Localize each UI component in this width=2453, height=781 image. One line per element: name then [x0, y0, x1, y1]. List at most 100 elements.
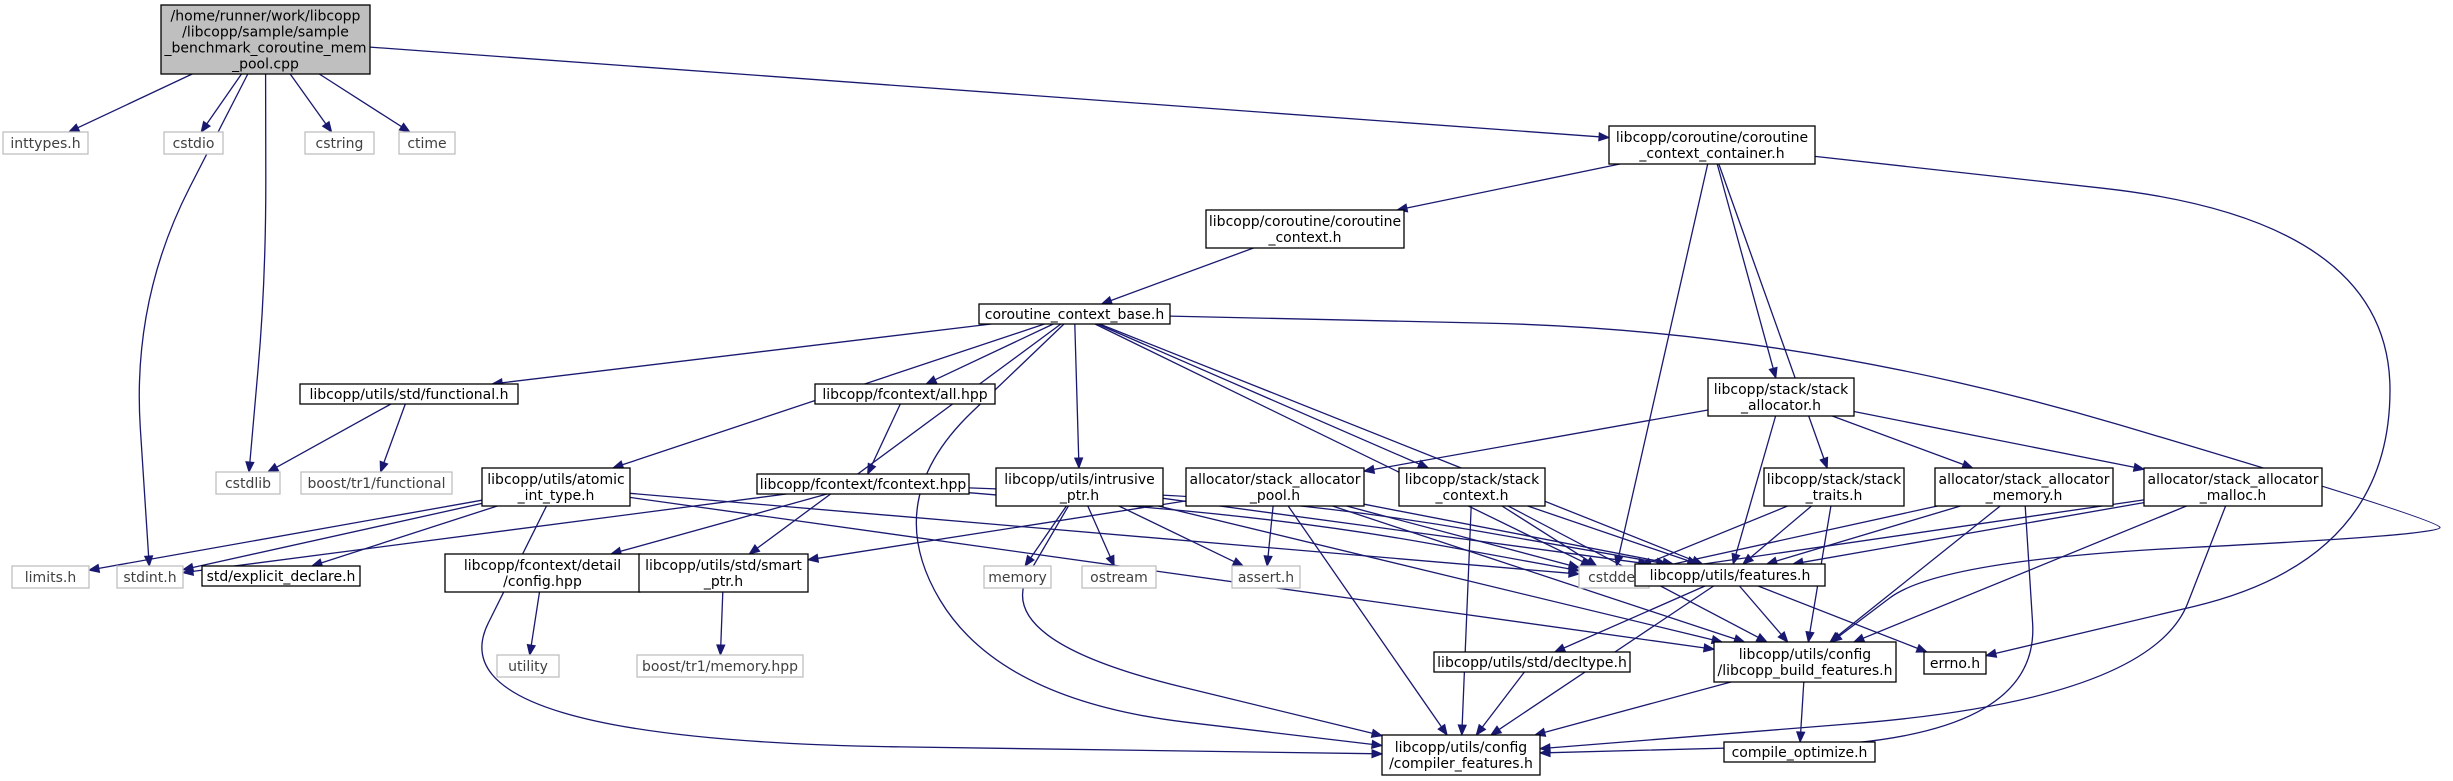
- node-functional[interactable]: libcopp/utils/std/functional.h: [299, 383, 519, 405]
- edge-line: [1618, 163, 1709, 557]
- edge-line: [1776, 505, 1961, 562]
- node-label-line: /libcopp/sample/sample: [182, 25, 349, 41]
- edge-stack_alloc-to-sa_memory: [1832, 415, 1974, 469]
- arrowhead-icon: [1073, 457, 1084, 470]
- edge-line: [138, 73, 249, 557]
- node-label-line: ctime: [407, 136, 446, 152]
- node-label-line: _pool.h: [1249, 488, 1300, 504]
- arrowhead-icon: [321, 120, 333, 134]
- node-errno[interactable]: errno.h: [1923, 651, 1987, 675]
- arrowhead-icon: [806, 553, 820, 563]
- node-intrusive[interactable]: libcopp/utils/intrusive_ptr.h: [995, 467, 1164, 507]
- node-fc-config[interactable]: libcopp/fcontext/detail/config.hpp: [444, 553, 641, 593]
- edge-sa_pool-to-assert: [1263, 505, 1274, 568]
- edge-line: [321, 505, 498, 564]
- edge-intrusive-to-ostream: [1087, 505, 1115, 568]
- node-label-line: ostream: [1090, 570, 1148, 586]
- node-features[interactable]: libcopp/utils/features.h: [1634, 563, 1826, 587]
- edge-line: [1373, 409, 1709, 471]
- node-sa-memory[interactable]: allocator/stack_allocator_memory.h: [1934, 467, 2114, 507]
- node-atomic[interactable]: libcopp/utils/atomic_int_type.h: [481, 467, 631, 507]
- edge-line: [1862, 505, 2187, 639]
- edge-line: [289, 73, 327, 125]
- edge-ccbase-to-fc_all: [924, 323, 1054, 385]
- node-box: [1934, 467, 2114, 507]
- edge-line: [192, 502, 483, 569]
- node-label-line: libcopp/utils/std/decltype.h: [1437, 655, 1627, 671]
- node-box: [1608, 125, 1816, 165]
- node-compile-optimize[interactable]: compile_optimize.h: [1723, 741, 1876, 763]
- node-box: [1923, 651, 1987, 675]
- node-label-line: libcopp/utils/features.h: [1650, 568, 1811, 584]
- edge-stack_ctx-to-features: [1527, 505, 1700, 566]
- edge-root-to-cstdio: [200, 73, 243, 134]
- edge-line: [1406, 163, 1621, 209]
- node-sa-pool[interactable]: allocator/stack_allocator_pool.h: [1185, 467, 1365, 507]
- edge-line: [1118, 505, 1235, 563]
- node-label-line: errno.h: [1930, 656, 1980, 672]
- node-box: [163, 131, 224, 155]
- node-decltype[interactable]: libcopp/utils/std/decltype.h: [1433, 651, 1631, 673]
- arrowhead-icon: [87, 563, 101, 573]
- node-stack-ctx[interactable]: libcopp/stack/stack_context.h: [1398, 467, 1546, 507]
- node-box: [300, 471, 453, 495]
- node-label-line: libcopp/utils/std/smart: [645, 558, 802, 574]
- edge-sa_pool-to-cstddef: [1346, 505, 1581, 570]
- node-label-line: allocator/stack_allocator: [1190, 472, 1361, 488]
- node-label-line: _traits.h: [1805, 488, 1863, 504]
- arrowhead-icon: [748, 543, 761, 555]
- node-explicit[interactable]: std/explicit_declare.h: [201, 565, 361, 587]
- node-smartptr[interactable]: libcopp/utils/std/smart_ptr.h: [638, 553, 809, 593]
- arrowhead-icon: [1567, 560, 1581, 570]
- node-label-line: libcopp/utils/config: [1395, 740, 1527, 756]
- arrowhead-icon: [716, 644, 726, 657]
- node-label-line: libcopp/fcontext/fcontext.hpp: [760, 477, 967, 493]
- node-box: [1433, 651, 1631, 673]
- node-box: [1381, 734, 1541, 776]
- node-build-features[interactable]: libcopp/utils/config/libcopp_build_featu…: [1713, 641, 1897, 683]
- node-ccbase[interactable]: coroutine_context_base.h: [978, 303, 1171, 325]
- arrowhead-icon: [1105, 554, 1115, 568]
- arrowhead-icon: [526, 643, 537, 657]
- edge-line: [1158, 505, 1713, 641]
- node-label-line: _context.h: [1267, 230, 1341, 246]
- arrowhead-icon: [2132, 462, 2146, 472]
- node-stack-alloc[interactable]: libcopp/stack/stack_allocator.h: [1707, 377, 1855, 417]
- node-box: [1763, 467, 1905, 507]
- edge-sa_pool-to-smartptr: [806, 500, 1187, 563]
- edge-atomic-to-build_features: [629, 496, 1716, 653]
- edge-ccbase-to-intrusive: [1073, 323, 1084, 470]
- node-label-line: _int_type.h: [517, 488, 595, 504]
- edge-line: [756, 323, 1062, 549]
- node-box: [983, 565, 1052, 589]
- node-stack-traits[interactable]: libcopp/stack/stack_traits.h: [1763, 467, 1905, 507]
- edge-line: [77, 73, 193, 129]
- edge-line: [1363, 503, 1664, 563]
- edge-line: [1074, 323, 1080, 459]
- node-label-line: _context.h: [1434, 488, 1508, 504]
- edge-sa_memory-to-compiler_features: [1538, 505, 2034, 758]
- node-cc[interactable]: libcopp/coroutine/coroutine_context.h: [1205, 209, 1405, 249]
- arrowhead-icon: [181, 562, 195, 573]
- edge-line: [1346, 505, 1570, 566]
- node-cc-container[interactable]: libcopp/coroutine/coroutine_context_cont…: [1608, 125, 1816, 165]
- node-label-line: utility: [508, 659, 548, 675]
- edge-ccbase-to-functional: [490, 323, 992, 388]
- edge-line: [720, 591, 724, 646]
- edge-stack_alloc-to-sa_pool: [1362, 409, 1709, 474]
- edge-build_features-to-compiler_features: [1533, 681, 1732, 737]
- edge-sa_malloc-to-cstddef: [1647, 499, 2145, 576]
- edge-line: [502, 323, 992, 384]
- edge-line: [1750, 505, 1812, 558]
- arrowhead-icon: [1755, 632, 1769, 643]
- node-compiler-features[interactable]: libcopp/utils/config/compiler_features.h: [1381, 734, 1541, 776]
- edge-line: [1094, 323, 1583, 563]
- node-fc-all[interactable]: libcopp/fcontext/all.hpp: [814, 383, 996, 405]
- node-sa-malloc[interactable]: allocator/stack_allocator_malloc.h: [2143, 467, 2323, 507]
- arrowhead-icon: [1553, 643, 1567, 653]
- node-fcontext[interactable]: libcopp/fcontext/fcontext.hpp: [756, 473, 970, 495]
- arrowhead-icon: [67, 123, 81, 133]
- node-cstdio: cstdio: [163, 131, 224, 155]
- node-box: [756, 473, 970, 495]
- edge-line: [1802, 501, 2145, 563]
